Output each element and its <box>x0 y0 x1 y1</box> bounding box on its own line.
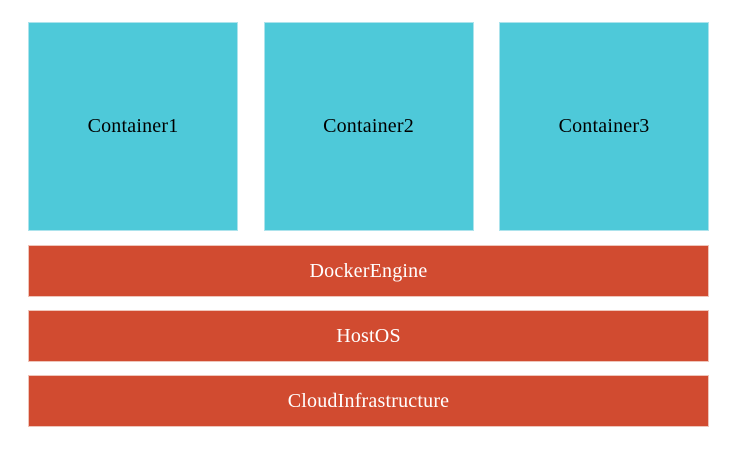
container-box-2: Container2 <box>263 22 474 231</box>
containers-row: Container1 Container2 Container3 <box>28 22 709 231</box>
layer-bar-host-os-label: HostOS <box>336 324 401 347</box>
container-box-3: Container3 <box>499 22 709 231</box>
container-box-1-label: Container1 <box>87 115 179 137</box>
layer-bar-docker-engine: DockerEngine <box>28 245 709 297</box>
layer-bar-cloud-infrastructure-label: CloudInfrastructure <box>287 389 450 412</box>
layer-bar-cloud-infrastructure: CloudInfrastructure <box>28 375 709 427</box>
container-box-2-label: Container2 <box>323 115 414 137</box>
container-box-1: Container1 <box>28 22 238 231</box>
layer-bar-host-os: HostOS <box>28 310 709 362</box>
container-box-3-label: Container3 <box>558 115 650 137</box>
layer-bar-docker-engine-label: DockerEngine <box>309 259 428 282</box>
docker-architecture-diagram: Container1 Container2 Container3 DockerE… <box>28 22 709 427</box>
